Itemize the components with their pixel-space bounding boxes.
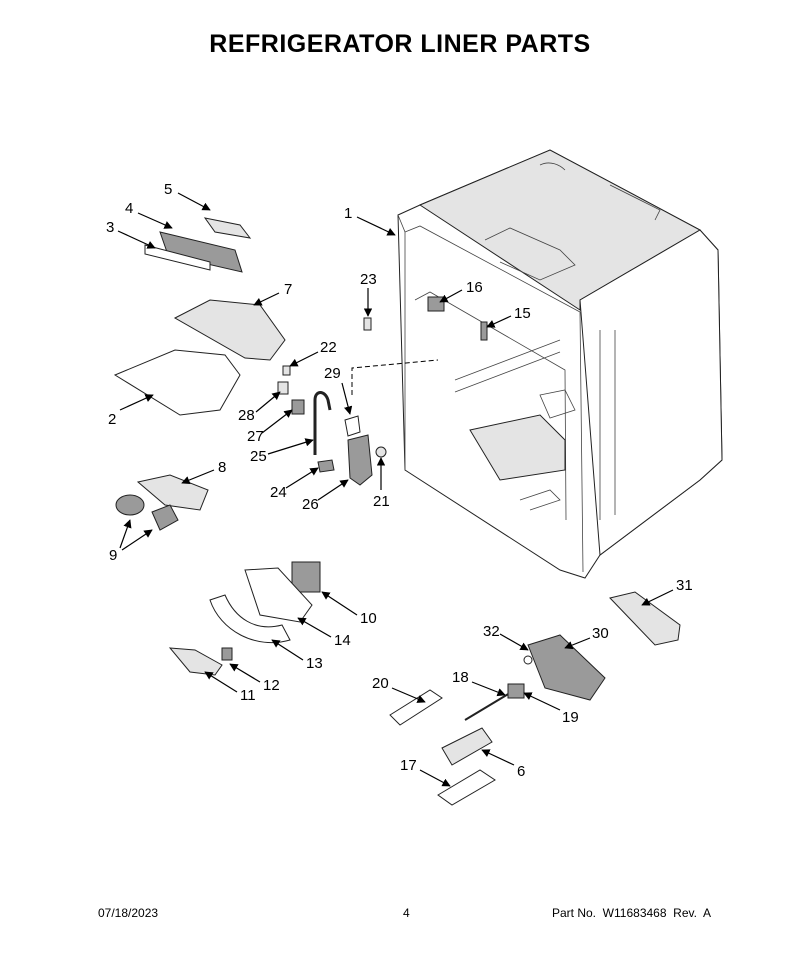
part-30-drawing	[527, 634, 606, 701]
part-23-drawing	[363, 317, 372, 331]
part-9-drawing-b	[151, 504, 179, 531]
callout-30: 30	[592, 625, 609, 642]
footer-date: 07/18/2023	[98, 906, 159, 920]
part-29-drawing	[344, 415, 361, 437]
callout-27: 27	[247, 428, 264, 445]
part-20-drawing	[389, 689, 443, 726]
callout-14: 14	[334, 632, 351, 649]
part-10-drawing	[291, 561, 321, 593]
callout-8: 8	[218, 459, 226, 476]
callout-13: 13	[306, 655, 323, 672]
callout-9: 9	[109, 547, 117, 564]
part-16-drawing	[427, 296, 445, 312]
callout-32: 32	[483, 623, 500, 640]
part-12-drawing	[221, 647, 233, 661]
part-22-drawing	[282, 365, 291, 376]
part-9-drawing	[115, 494, 145, 516]
callout-1: 1	[344, 205, 352, 222]
part-11-drawing	[168, 647, 223, 676]
part-19-drawing	[507, 683, 525, 699]
callout-31: 31	[676, 577, 693, 594]
part-5-drawing	[203, 217, 252, 239]
part-4-drawing	[159, 231, 243, 273]
part-32-drawing	[523, 655, 533, 665]
callout-12: 12	[263, 677, 280, 694]
callout-2: 2	[108, 411, 116, 428]
part-13-drawing	[209, 594, 291, 644]
callout-4: 4	[125, 200, 133, 217]
callout-15: 15	[514, 305, 531, 322]
callout-11: 11	[240, 687, 256, 704]
part-25-drawing	[313, 391, 332, 455]
callout-23: 23	[360, 271, 377, 288]
part-2-drawing	[113, 349, 241, 416]
callout-10: 10	[360, 610, 377, 627]
dashed-connector	[351, 359, 439, 395]
callout-20: 20	[372, 675, 389, 692]
part-14-drawing	[244, 567, 313, 623]
callout-7: 7	[284, 281, 292, 298]
part-17-drawing	[437, 769, 496, 806]
part-7-drawing	[173, 299, 286, 361]
part-21-drawing	[375, 446, 387, 458]
part-27-drawing	[291, 399, 305, 415]
callout-5: 5	[164, 181, 172, 198]
part-26-drawing	[347, 434, 373, 486]
callout-26: 26	[302, 496, 319, 513]
footer-part-number: Part No. W11683468 Rev. A	[552, 906, 711, 920]
part-28-drawing	[277, 381, 289, 395]
callout-29: 29	[324, 365, 341, 382]
part-31-drawing	[609, 591, 681, 646]
callout-17: 17	[400, 757, 417, 774]
part-15-drawing	[480, 321, 488, 341]
part-3-drawing	[144, 244, 211, 271]
leader-lines	[117, 192, 674, 787]
part-6-drawing	[441, 727, 493, 766]
callout-numbers: 1 2 3 4 5 6 7 8 9 10 11 12 13 14 15 16 1…	[106, 181, 693, 780]
page-title: REFRIGERATOR LINER PARTS	[209, 30, 591, 58]
part-18-drawing	[464, 689, 516, 721]
callout-3: 3	[106, 219, 114, 236]
callout-22: 22	[320, 339, 337, 356]
footer-page-number: 4	[403, 906, 410, 920]
callout-24: 24	[270, 484, 287, 501]
part-8-drawing	[136, 474, 209, 511]
part-24-drawing	[317, 459, 335, 473]
liner-drawing	[397, 149, 723, 579]
callout-25: 25	[250, 448, 267, 465]
callout-28: 28	[238, 407, 255, 424]
callout-16: 16	[466, 279, 483, 296]
callout-21: 21	[373, 493, 390, 510]
callout-18: 18	[452, 669, 469, 686]
callout-6: 6	[517, 763, 525, 780]
callout-19: 19	[562, 709, 579, 726]
